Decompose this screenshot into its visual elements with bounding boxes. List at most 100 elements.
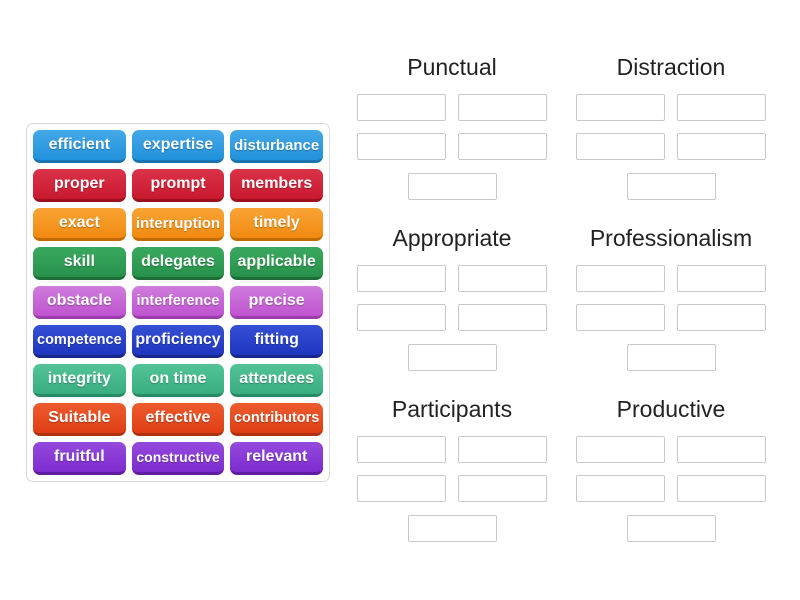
word-tile[interactable]: proper [33,169,126,202]
drop-slot[interactable] [357,475,446,502]
category-title: Appropriate [392,225,512,251]
category-title: Professionalism [589,225,753,251]
word-tile-label: on time [149,370,207,387]
word-tile[interactable]: disturbance [230,130,323,163]
slot-grid [576,436,766,542]
category-title: Distraction [616,54,726,80]
word-tile-label: constructive [136,449,220,465]
category-group: Punctual [357,52,547,200]
drop-slot[interactable] [458,265,547,292]
word-tile-label: proper [53,175,105,192]
drop-slot[interactable] [357,304,446,331]
drop-slot[interactable] [407,344,497,371]
drop-slot[interactable] [458,94,547,121]
word-tile[interactable]: skill [33,247,126,280]
word-tile[interactable]: applicable [230,247,323,280]
drop-slot[interactable] [677,475,766,502]
slot-grid [576,94,766,200]
drop-slot[interactable] [407,515,497,542]
word-tile[interactable]: integrity [33,364,126,397]
word-tile[interactable]: contributors [230,403,323,436]
drop-slot[interactable] [357,133,446,160]
category-title: Punctual [407,54,497,80]
word-tile[interactable]: fitting [230,325,323,358]
word-tile-label: effective [145,409,211,426]
word-tile[interactable]: competence [33,325,126,358]
drop-slot[interactable] [626,515,716,542]
word-tile-label: proficiency [135,331,221,348]
word-tile-label: integrity [47,370,111,387]
word-tile-label: precise [248,292,305,309]
drop-slot[interactable] [576,436,665,463]
drop-slot[interactable] [677,304,766,331]
slot-grid [576,265,766,371]
drop-slot[interactable] [458,304,547,331]
word-tile[interactable]: obstacle [33,286,126,319]
word-tile[interactable]: fruitful [33,442,126,475]
word-tile[interactable]: Suitable [33,403,126,436]
word-tile[interactable]: precise [230,286,323,319]
drop-slot[interactable] [677,94,766,121]
word-tile-label: contributors [233,409,320,426]
word-tile-label: efficient [48,136,110,153]
drop-slot[interactable] [626,344,716,371]
word-tile-label: delegates [141,253,215,270]
word-tile-label: competence [37,331,122,348]
word-tile[interactable]: constructive [131,442,225,475]
word-tile-label: interruption [135,214,221,232]
word-tile-label: exact [58,214,100,231]
drop-slot[interactable] [357,265,446,292]
word-tile-label: fruitful [54,448,105,465]
drop-slot[interactable] [677,436,766,463]
drop-slot[interactable] [576,265,665,292]
drop-slot[interactable] [576,475,665,502]
word-tile[interactable]: prompt [131,169,225,202]
word-tile[interactable]: expertise [131,130,225,163]
slot-grid [357,94,547,200]
word-tile[interactable]: relevant [230,442,323,475]
word-tile[interactable]: delegates [131,247,225,280]
drop-slot[interactable] [677,133,766,160]
drop-slot[interactable] [576,304,665,331]
word-tile-label: applicable [237,253,316,270]
category-group: Productive [576,394,766,542]
category-title: Productive [616,396,726,422]
word-tile[interactable]: efficient [33,130,126,163]
word-tile-label: disturbance [234,136,320,154]
drop-slot[interactable] [677,265,766,292]
drop-slot[interactable] [576,133,665,160]
word-tile-label: obstacle [46,292,112,309]
category-group: Participants [357,394,547,542]
drop-slot[interactable] [458,436,547,463]
category-group: Appropriate [357,223,547,371]
slot-grid [357,436,547,542]
drop-slot[interactable] [458,475,547,502]
word-tile[interactable]: proficiency [131,325,225,358]
word-tile[interactable]: members [230,169,323,202]
word-tile[interactable]: interruption [131,208,225,241]
word-tile[interactable]: on time [131,364,225,397]
slot-grid [357,265,547,371]
word-tile[interactable]: timely [230,208,323,241]
word-bank: efficient expertise disturbance proper promp… [26,123,330,482]
word-tile[interactable]: effective [131,403,225,436]
word-tile[interactable]: attendees [230,364,323,397]
word-tile-label: relevant [245,448,308,465]
word-tile-label: prompt [150,175,206,192]
word-tile[interactable]: interference [131,286,225,319]
word-tile-label: expertise [142,136,214,153]
drop-slot[interactable] [458,133,547,160]
drop-slot[interactable] [357,436,446,463]
word-tile-label: members [241,175,313,192]
word-tile-label: timely [253,214,300,231]
word-tile[interactable]: exact [33,208,126,241]
category-title: Participants [391,396,513,422]
drop-slot[interactable] [407,173,497,200]
drop-slot[interactable] [626,173,716,200]
word-tile-label: skill [63,253,95,270]
drop-slot[interactable] [357,94,446,121]
drop-slot[interactable] [576,94,665,121]
word-tile-label: interference [136,292,220,309]
